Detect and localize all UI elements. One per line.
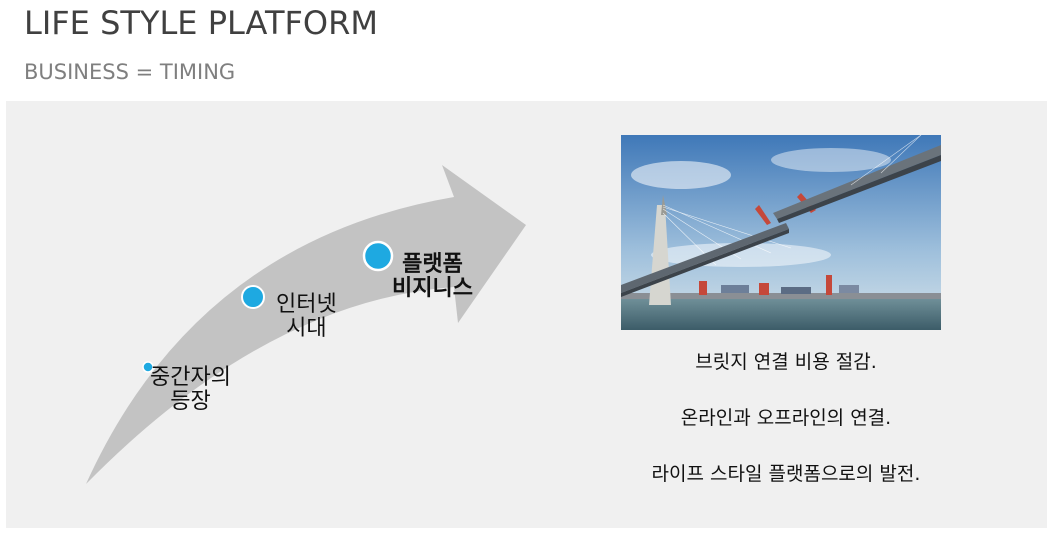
point-1: 브릿지 연결 비용 절감. [566,347,1006,374]
stage-label-2: 인터넷 시대 [276,293,337,341]
stage-label-3: 플랫폼 비지니스 [392,253,473,301]
stage-1-line2: 등장 [150,390,231,414]
point-2: 온라인과 오프라인의 연결. [566,403,1006,430]
stage-2-line1: 인터넷 [276,293,337,317]
stage-dot-2 [242,286,264,308]
growth-diagram: 중간자의 등장 인터넷 시대 플랫폼 비지니스 [6,101,566,528]
stage-label-1: 중간자의 등장 [150,366,231,414]
stage-3-line2: 비지니스 [392,277,473,301]
stage-dot-3 [364,242,392,270]
bridge-photo [621,135,941,330]
stage-3-line1: 플랫폼 [392,253,473,277]
stage-2-line2: 시대 [276,317,337,341]
point-3: 라이프 스타일 플랫폼으로의 발전. [566,459,1006,486]
page-subtitle: BUSINESS = TIMING [24,60,235,84]
content-panel: 중간자의 등장 인터넷 시대 플랫폼 비지니스 [6,101,1047,528]
page-title: LIFE STYLE PLATFORM [24,4,378,42]
stage-1-line1: 중간자의 [150,366,231,390]
